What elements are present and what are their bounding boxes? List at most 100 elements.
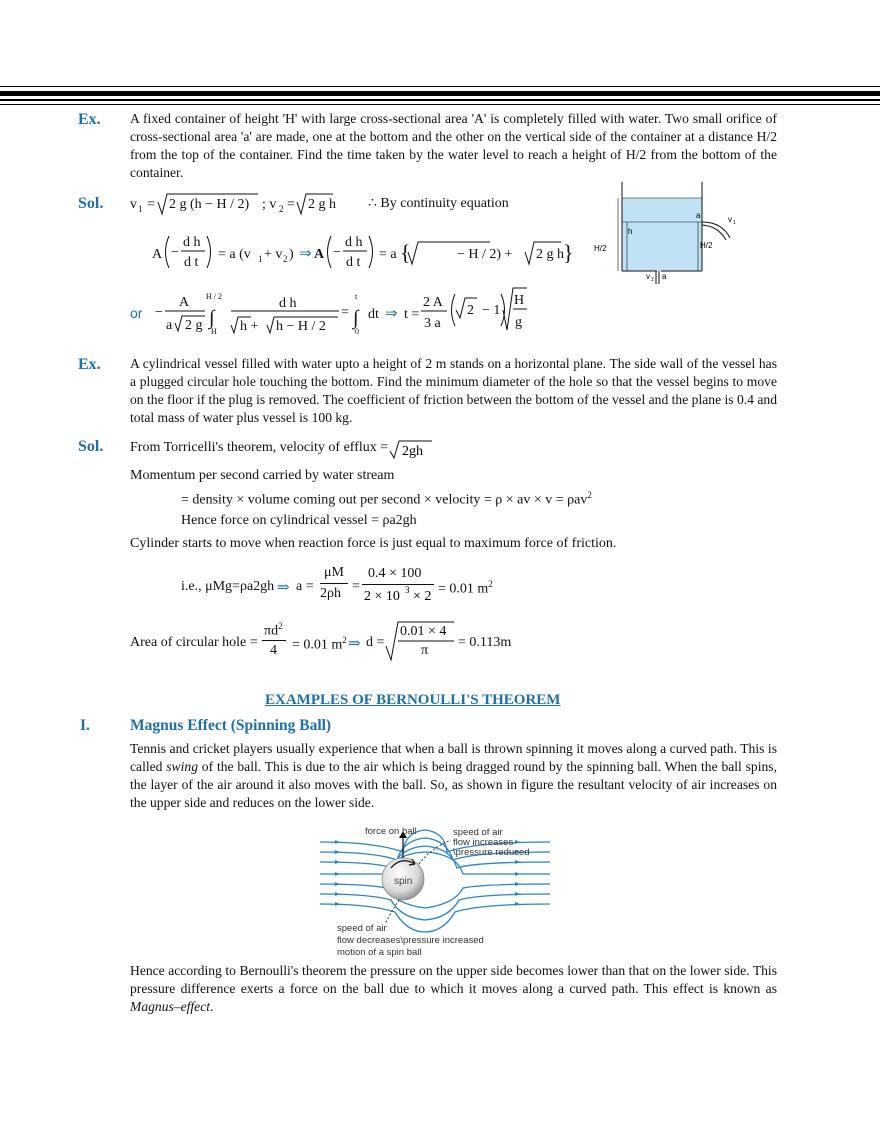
- fig-bottom-label-3: motion of a spin ball: [337, 947, 422, 958]
- sol2-line3-sup: 2: [587, 490, 592, 500]
- svg-text:− 1: − 1: [482, 303, 500, 318]
- p1-text-a: Tennis and cricket players usually exper…: [130, 741, 777, 774]
- sol2-ie-a: a =: [296, 579, 314, 594]
- svg-text:{: {: [400, 240, 411, 265]
- svg-text:1: 1: [733, 220, 736, 226]
- svg-text:2: 2: [467, 303, 474, 318]
- sol2-area-mid-text: = 0.01 m: [292, 637, 343, 653]
- sol2-line5: Cylinder starts to move when reaction fo…: [130, 536, 617, 551]
- frac-bar-1: [320, 583, 348, 584]
- p2-text-a: Hence according to Bernoulli's theorem t…: [130, 963, 777, 996]
- svg-text:∫: ∫: [207, 307, 216, 330]
- p1-emphasis: swing: [166, 759, 198, 774]
- svg-text:3 a: 3 a: [424, 316, 442, 331]
- sol1-continuity: ∴ By continuity equation: [368, 196, 509, 211]
- sol2-area-mid: = 0.01 m2: [292, 635, 347, 653]
- svg-text:A: A: [314, 247, 325, 262]
- svg-text:0: 0: [355, 327, 359, 336]
- svg-text:−: −: [155, 305, 163, 320]
- svg-text:d t: d t: [346, 255, 361, 270]
- fig-label-v2: v: [646, 272, 650, 281]
- sol2-area-left: Area of circular hole =: [130, 635, 258, 650]
- svg-text:1: 1: [258, 254, 263, 264]
- p2-emphasis: Magnus–effect: [130, 999, 211, 1014]
- svg-text:2gh: 2gh: [402, 444, 423, 459]
- svg-text:× 2: × 2: [413, 589, 431, 604]
- svg-text:=: =: [341, 305, 349, 320]
- header-rule-thin-1: [0, 86, 880, 87]
- fig-top-label-2: flow increases: [453, 837, 513, 848]
- fig-label-h2-left: H/2: [594, 244, 607, 253]
- svg-text:= a (v: = a (v: [218, 247, 251, 262]
- container-figure: a v 1 h H/2 H/2 v 2 a: [594, 182, 736, 284]
- svg-text:d h: d h: [279, 296, 297, 311]
- ie-denominator: 2 × 10 3 × 2: [364, 585, 431, 604]
- svg-text:2: 2: [279, 204, 284, 214]
- fig-top-label-1: speed of air: [453, 827, 503, 838]
- fig-bottom-label-1: speed of air: [337, 923, 387, 934]
- sol2-line4: Hence force on cylindrical vessel = ρa2g…: [181, 513, 417, 528]
- svg-text:2 g: 2 g: [185, 318, 203, 333]
- sol2-ie-den1: 2ρh: [320, 586, 341, 601]
- section-title: Magnus Effect (Spinning Ball): [130, 717, 332, 734]
- svg-text:⇒: ⇒: [385, 305, 398, 322]
- implies-arrow-1: ⇒: [277, 580, 290, 596]
- svg-text:; v: ; v: [262, 197, 276, 212]
- svg-text:2 g (h − H / 2): 2 g (h − H / 2): [169, 197, 250, 212]
- svg-text:h +: h +: [240, 319, 259, 334]
- magnus-figure: force on ball speed of air flow increase…: [319, 826, 551, 958]
- svg-text:d h: d h: [183, 235, 201, 250]
- fig-force-label: force on ball: [365, 826, 417, 837]
- sol2-area-den: 4: [270, 643, 277, 658]
- svg-text:t =: t =: [404, 307, 419, 322]
- svg-text:⇒: ⇒: [299, 245, 312, 262]
- svg-text:2: 2: [651, 277, 654, 283]
- fig-label-v1: v: [728, 215, 732, 224]
- svg-text:=: =: [287, 197, 295, 212]
- magnus-paragraph-2: Hence according to Bernoulli's theorem t…: [130, 962, 777, 1016]
- sol2-ie-num2: 0.4 × 100: [368, 566, 422, 581]
- fig-label-h: h: [628, 227, 632, 236]
- sol2-area-rad-num: 0.01 × 4: [400, 624, 447, 639]
- svg-text:A: A: [179, 295, 190, 310]
- sol2-area-num: πd2: [264, 621, 283, 639]
- svg-text:h − H / 2: h − H / 2: [276, 319, 326, 334]
- sol2-ie-left: i.e., μMg=ρa2gh: [181, 579, 275, 594]
- section-number: I.: [80, 717, 90, 734]
- fig-spin-label: spin: [394, 876, 412, 887]
- svg-text:t: t: [355, 292, 358, 301]
- svg-text:2: 2: [283, 254, 288, 264]
- svg-text:2 g h: 2 g h: [536, 247, 564, 262]
- svg-text:∫: ∫: [351, 307, 360, 330]
- sol2-ie-result-text: = 0.01 m: [438, 581, 489, 597]
- implies-arrow-2: ⇒: [348, 636, 361, 652]
- frac-bar-3: [262, 640, 286, 641]
- magnus-paragraph-1: Tennis and cricket players usually exper…: [130, 740, 777, 812]
- section-heading: EXAMPLES OF BERNOULLI'S THEOREM: [265, 692, 561, 708]
- ex1-text: A fixed container of height 'H' with lar…: [130, 111, 777, 180]
- sol2-ie-result: = 0.01 m2: [438, 579, 493, 597]
- sol2-area-num-text: πd: [264, 623, 279, 639]
- svg-text:a: a: [166, 318, 173, 333]
- header-rule-thin-3: [0, 104, 880, 105]
- fig-top-label-3: \pressure reduced: [453, 847, 530, 858]
- sol2-area-d: d =: [366, 635, 385, 650]
- svg-text:or: or: [130, 305, 143, 321]
- sol2-line3-text: = density × volume coming out per second…: [181, 492, 588, 508]
- svg-text:2 g h: 2 g h: [308, 197, 336, 212]
- svg-text:A: A: [152, 247, 163, 262]
- fig-bottom-label-2: flow decreases\pressure increased: [337, 935, 484, 946]
- sqrt-2gh: 2gh: [389, 440, 432, 460]
- svg-text:1: 1: [138, 204, 143, 214]
- svg-text:2 A: 2 A: [423, 295, 444, 310]
- svg-text:+ v: + v: [264, 247, 282, 262]
- svg-text:=: =: [147, 197, 155, 212]
- svg-text:d t: d t: [184, 255, 199, 270]
- svg-text:2 × 10: 2 × 10: [364, 589, 400, 604]
- sol2-ie-num1: μM: [324, 565, 344, 580]
- sol2-label: Sol.: [78, 438, 104, 455]
- eq-sign-1: =: [352, 579, 360, 594]
- sol1-label: Sol.: [78, 195, 104, 212]
- svg-text:v: v: [130, 197, 137, 212]
